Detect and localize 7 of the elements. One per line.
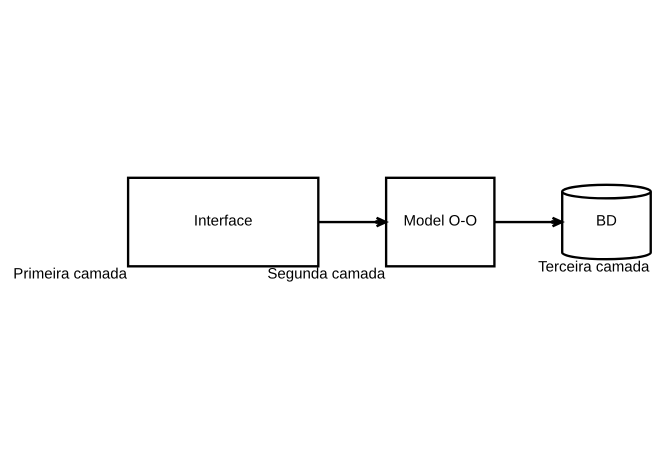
node-box: Interface (126, 176, 320, 268)
arrow (494, 216, 564, 228)
node-box: Model O-O (384, 176, 496, 268)
node-label: Primeira camada (13, 265, 128, 282)
arrow (318, 216, 388, 228)
node-label: Terceira camada (538, 258, 650, 276)
node-label: Segunda camada (267, 265, 386, 282)
